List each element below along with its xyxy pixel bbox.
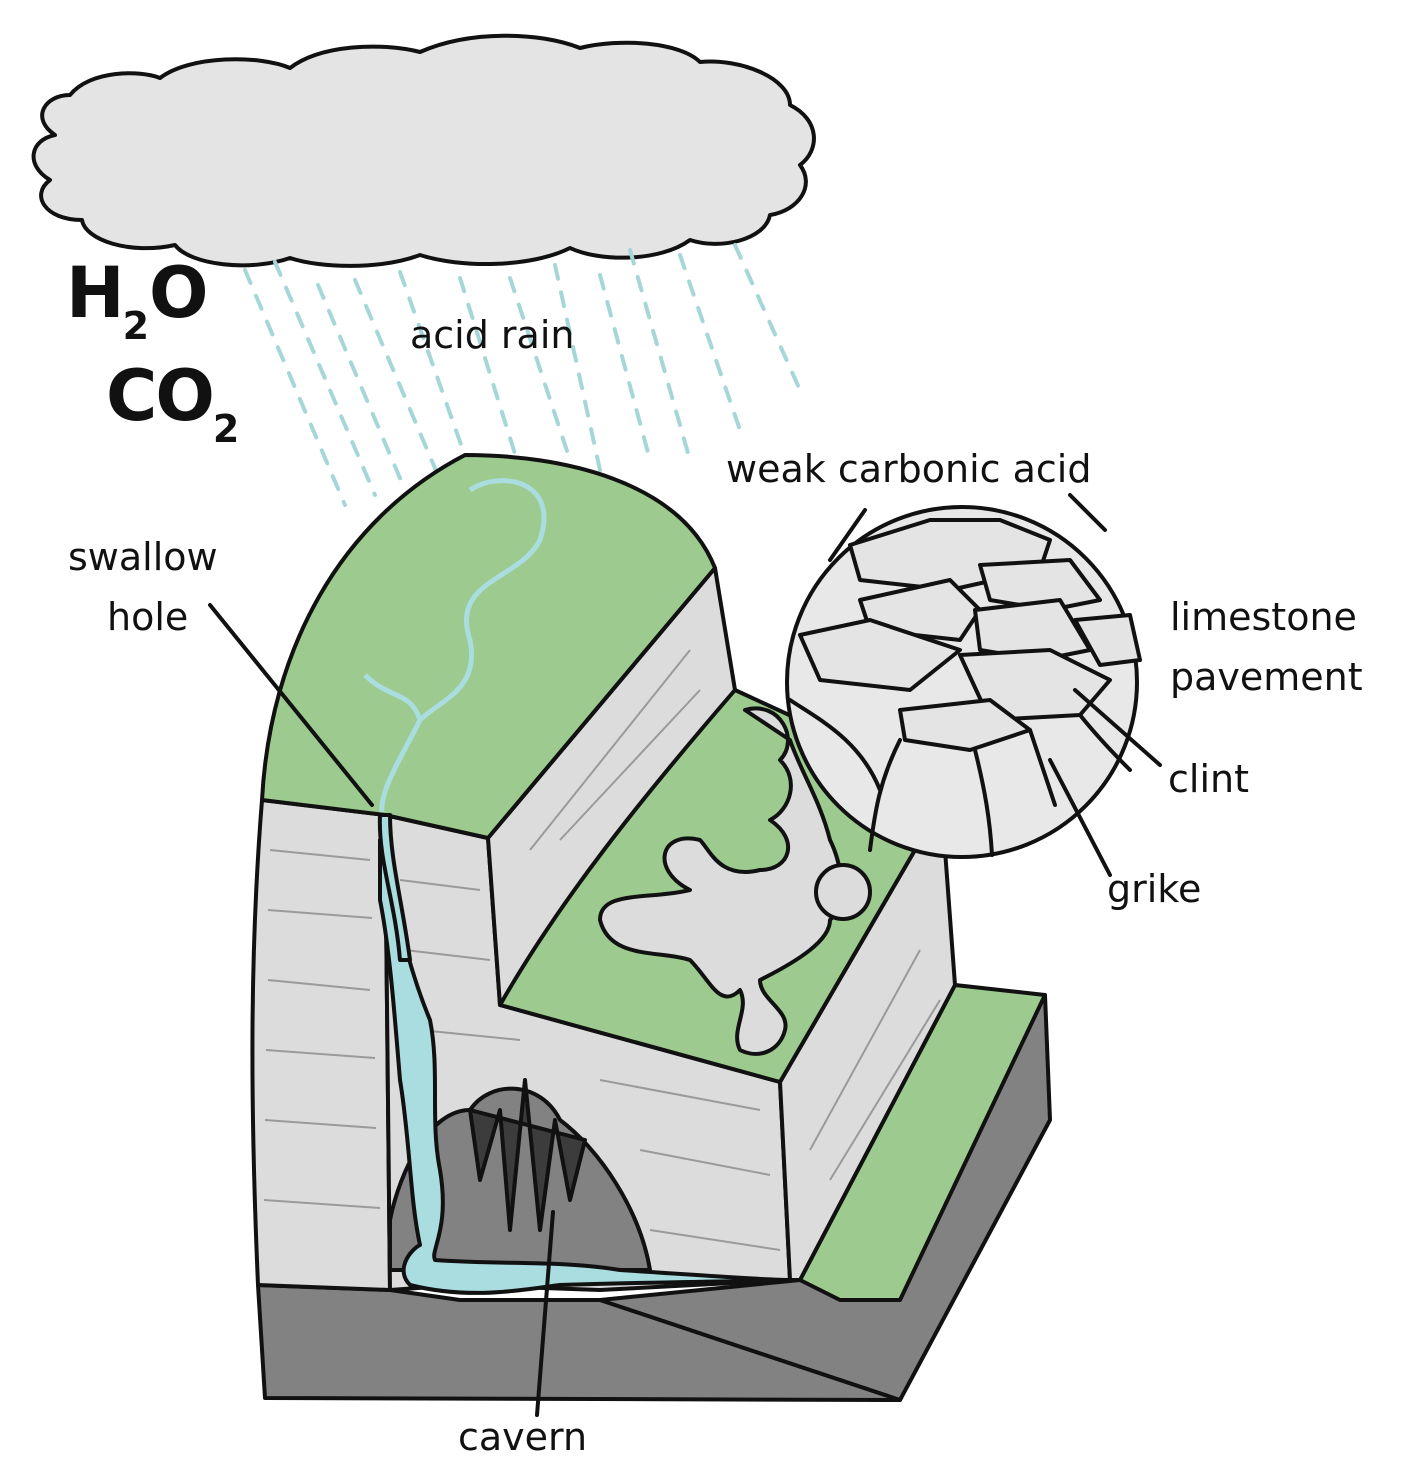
label-cavern: cavern bbox=[458, 1415, 588, 1459]
swallow-hole bbox=[377, 813, 412, 962]
formula-water-main: H bbox=[66, 252, 125, 334]
formula-carbon-dioxide: CO2 bbox=[106, 355, 239, 451]
label-grike: grike bbox=[1107, 867, 1202, 911]
formula-water-end: O bbox=[149, 252, 208, 334]
label-swallow-hole-line2: hole bbox=[107, 595, 189, 639]
formula-water-subscript: 2 bbox=[122, 304, 150, 348]
exposed-pavement-patch bbox=[598, 706, 844, 1056]
bedding-planes bbox=[263, 649, 941, 1251]
limestone-front-left bbox=[250, 798, 392, 1292]
pavement-magnifier bbox=[785, 505, 1142, 859]
underground-stream bbox=[378, 838, 792, 1295]
formula-co2-subscript: 2 bbox=[212, 407, 240, 451]
upper-grass-plateau bbox=[260, 453, 717, 840]
label-weak-carbonic-acid: weak carbonic acid bbox=[726, 447, 1092, 491]
label-swallow-hole-line1: swallow bbox=[68, 535, 218, 579]
label-leaders bbox=[208, 493, 1162, 1417]
label-clint: clint bbox=[1168, 757, 1249, 801]
formula-co2-main: CO bbox=[106, 355, 215, 437]
surface-stream bbox=[379, 478, 547, 813]
stalactites bbox=[468, 1078, 587, 1232]
small-sinkhole bbox=[814, 863, 872, 921]
cloud bbox=[31, 33, 816, 268]
formula-water: H2O bbox=[66, 252, 209, 348]
label-limestone-pavement-line2: pavement bbox=[1170, 655, 1363, 699]
label-limestone-pavement-line1: limestone bbox=[1170, 595, 1357, 639]
label-acid-rain: acid rain bbox=[410, 313, 575, 357]
